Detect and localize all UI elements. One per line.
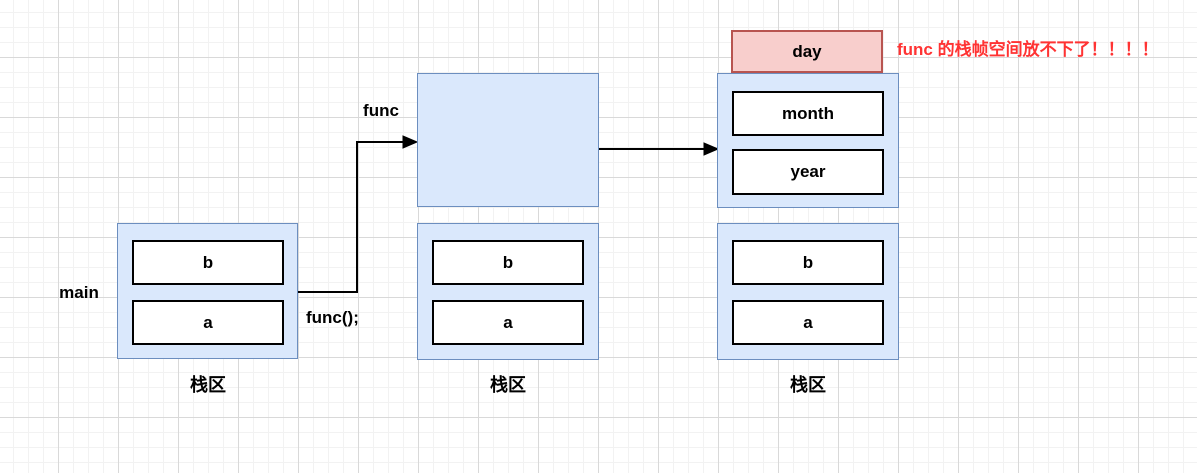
func-stack-frame bbox=[417, 73, 599, 207]
slot-b: b bbox=[432, 240, 584, 285]
func-label: func bbox=[363, 101, 399, 120]
stack-frame-middle: b a bbox=[417, 223, 599, 360]
slot-month: month bbox=[732, 91, 884, 136]
func-call-label: func(); bbox=[306, 308, 359, 327]
overflow-slot-day: day bbox=[731, 30, 883, 73]
slot-a: a bbox=[132, 300, 284, 345]
warning-text: func 的栈帧空间放不下了！！！！ bbox=[897, 40, 1159, 59]
slot-b-label: b bbox=[502, 252, 514, 272]
arrow-func-to-date-frame bbox=[598, 142, 720, 156]
slot-year: year bbox=[732, 149, 884, 195]
date-stack-frame: month year bbox=[717, 73, 899, 208]
slot-a-label: a bbox=[803, 312, 813, 332]
slot-b: b bbox=[732, 240, 884, 285]
stack-frame-main: b a bbox=[117, 223, 298, 359]
slot-a: a bbox=[732, 300, 884, 345]
slot-b-label: b bbox=[802, 252, 814, 272]
region-label-right: 栈区 bbox=[790, 375, 826, 395]
slot-a-label: a bbox=[203, 312, 213, 332]
slot-b: b bbox=[132, 240, 284, 285]
overflow-slot-day-label: day bbox=[792, 41, 822, 61]
slot-a-label: a bbox=[503, 312, 513, 332]
slot-b-label: b bbox=[202, 252, 214, 272]
slot-year-label: year bbox=[790, 162, 826, 181]
region-label-middle: 栈区 bbox=[490, 375, 526, 395]
main-label: main bbox=[59, 283, 99, 302]
stack-frame-right: b a bbox=[717, 223, 899, 360]
slot-month-label: month bbox=[782, 103, 834, 123]
region-label-left: 栈区 bbox=[190, 375, 226, 395]
arrow-main-to-func bbox=[298, 135, 419, 293]
slot-a: a bbox=[432, 300, 584, 345]
